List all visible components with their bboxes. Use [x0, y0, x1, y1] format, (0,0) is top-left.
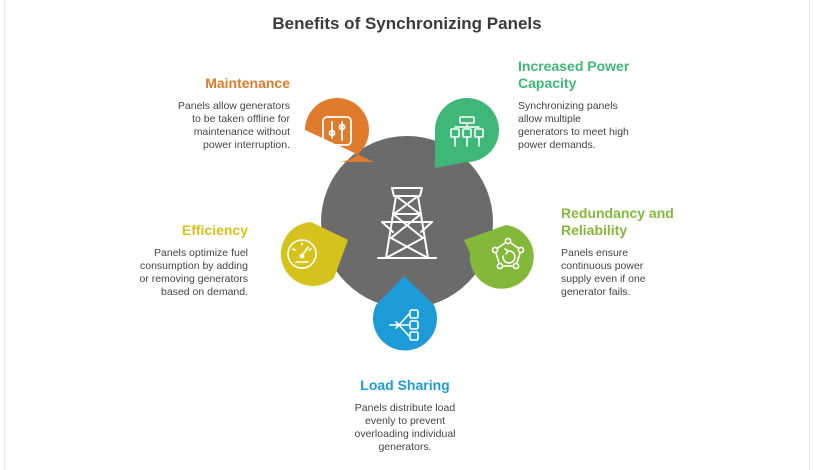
- maintenance-desc-line: Panels allow generators: [177, 100, 290, 112]
- left-border: [4, 0, 5, 470]
- efficiency-desc-line: or removing generators: [139, 273, 248, 285]
- power-desc-line: power demands.: [518, 139, 596, 151]
- efficiency-node: [280, 222, 348, 286]
- power-capacity-title: Increased Power Capacity: [518, 58, 668, 92]
- efficiency-description: Panels optimize fuel consumption by addi…: [98, 247, 248, 299]
- power-capacity-title-line: Increased Power: [518, 58, 630, 74]
- redundancy-desc-line: continuous power: [561, 260, 644, 272]
- maintenance-desc-line: maintenance without: [193, 126, 290, 138]
- load-sharing-description: Panels distribute load evenly to prevent…: [325, 402, 485, 454]
- power-desc-line: Synchronizing panels: [518, 100, 618, 112]
- power-capacity-title-line: Capacity: [518, 75, 577, 91]
- generators-icon: [450, 116, 484, 147]
- gauge-icon: [287, 239, 317, 269]
- power-desc-line: allow multiple: [518, 113, 582, 125]
- power-desc-line: generators to meet high: [518, 126, 629, 138]
- load-desc-line: overloading individual: [354, 428, 456, 440]
- maintenance-node: [305, 98, 374, 162]
- load-sharing-title: Load Sharing: [360, 377, 450, 393]
- load-desc-line: generators.: [378, 441, 432, 453]
- page-title: Benefits of Synchronizing Panels: [272, 14, 542, 33]
- right-border: [809, 0, 810, 470]
- efficiency-desc-line: Panels optimize fuel: [154, 247, 248, 259]
- maintenance-desc-line: power interruption.: [203, 139, 290, 151]
- power-capacity-description: Synchronizing panels allow multiple gene…: [518, 100, 668, 152]
- redundancy-node: [464, 225, 534, 289]
- maintenance-description: Panels allow generators to be taken offl…: [150, 100, 290, 152]
- redundancy-title-line: Redundancy and: [561, 205, 674, 221]
- efficiency-title: Efficiency: [181, 222, 248, 238]
- redundancy-title: Redundancy and Reliability: [561, 205, 711, 239]
- maintenance-title: Maintenance: [205, 75, 290, 91]
- distribution-icon: [389, 309, 419, 341]
- load-desc-line: evenly to prevent: [365, 415, 445, 427]
- power-capacity-node: [435, 98, 499, 168]
- efficiency-desc-line: based on demand.: [161, 286, 248, 298]
- network-cycle-icon: [491, 237, 525, 270]
- redundancy-title-line: Reliability: [561, 222, 628, 238]
- efficiency-desc-line: consumption by adding: [140, 260, 248, 272]
- transmission-tower-icon: [377, 187, 437, 259]
- tools-panel-icon: [322, 116, 352, 146]
- load-desc-line: Panels distribute load: [354, 402, 456, 414]
- redundancy-description: Panels ensure continuous power supply ev…: [561, 247, 711, 299]
- redundancy-desc-line: generator fails.: [561, 286, 631, 298]
- redundancy-desc-line: supply even if one: [561, 273, 646, 285]
- redundancy-desc-line: Panels ensure: [561, 247, 629, 259]
- load-sharing-node: [373, 276, 437, 351]
- maintenance-desc-line: to be taken offline for: [192, 113, 290, 125]
